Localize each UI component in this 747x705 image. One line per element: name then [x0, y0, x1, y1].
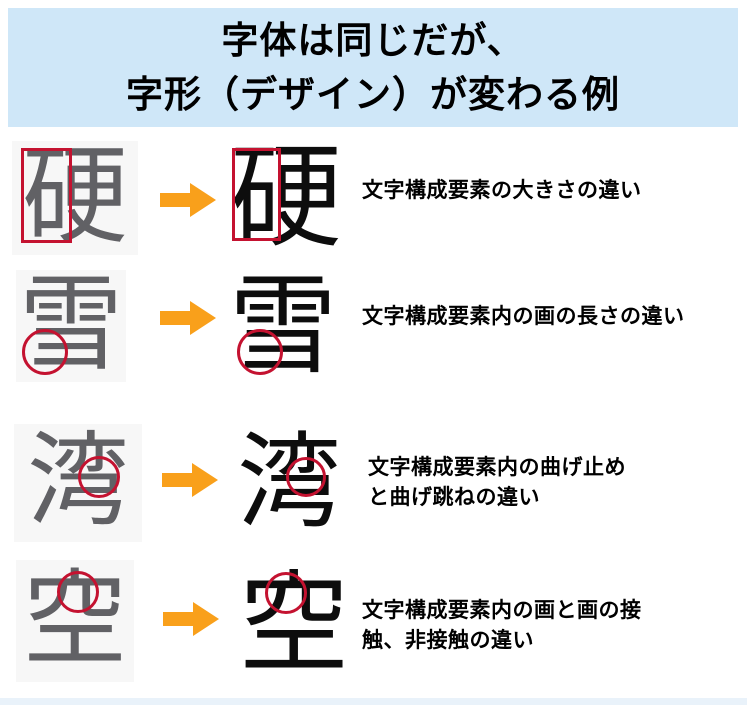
row-description: 文字構成要素内の曲げ止め と曲げ跳ねの違い — [368, 456, 626, 509]
revised-glyph: 雪 — [224, 272, 342, 384]
red-rectangle-annotation — [21, 148, 72, 243]
revised-glyph: 湾 — [234, 428, 344, 540]
red-circle-annotation — [265, 572, 307, 614]
original-glyph: 雪 — [16, 270, 126, 382]
red-circle-annotation — [286, 457, 326, 497]
original-glyph: 湾 — [14, 424, 142, 542]
header-banner: 字体は同じだが、 字形（デザイン）が変わる例 — [8, 8, 738, 127]
revised-glyph: 空 — [239, 565, 349, 685]
red-circle-annotation — [57, 571, 99, 613]
red-circle-annotation — [22, 329, 68, 375]
footer-strip — [0, 698, 747, 705]
arrow-right-icon — [162, 463, 218, 497]
revised-glyph: 硬 — [226, 140, 346, 258]
red-rectangle-annotation — [232, 148, 281, 241]
row-description: 文字構成要素内の画と画の接 触、非接触の違い — [362, 599, 642, 652]
glyph-character: 硬 — [22, 139, 128, 256]
row-description: 文字構成要素の大きさの違い — [362, 179, 642, 202]
arrow-right-icon — [160, 301, 216, 335]
red-circle-annotation — [237, 329, 283, 375]
red-circle-annotation — [78, 456, 120, 498]
glyph-character: 硬 — [230, 137, 342, 261]
arrow-right-icon — [160, 183, 216, 217]
row-description: 文字構成要素内の画の長さの違い — [362, 305, 685, 328]
original-glyph: 空 — [16, 560, 134, 682]
arrow-right-icon — [163, 602, 219, 636]
original-glyph: 硬 — [12, 141, 138, 255]
slide-title: 字体は同じだが、 字形（デザイン）が変わる例 — [126, 19, 620, 115]
